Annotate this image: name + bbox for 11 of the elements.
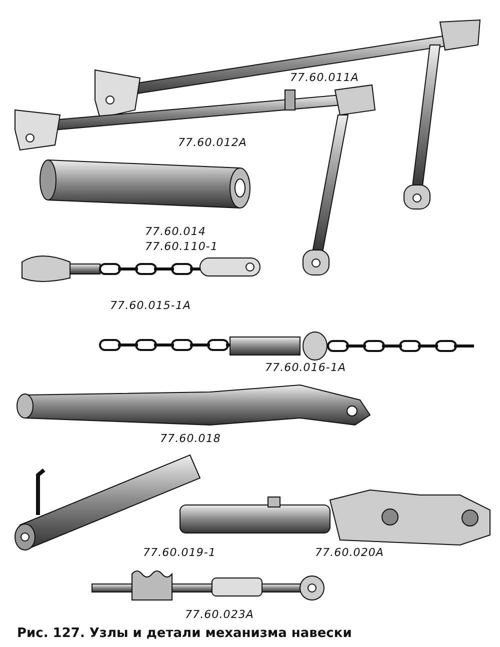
part-number: 77.60.110-1 xyxy=(145,241,218,252)
part-number: 77.60.020А xyxy=(315,547,384,558)
part-number: 77.60.018 xyxy=(160,433,221,444)
part-number: 77.60.023А xyxy=(185,609,254,620)
figure-caption: Рис. 127. Узлы и детали механизма навески xyxy=(17,625,352,643)
part-number: 77.60.015-1А xyxy=(110,300,192,311)
part-number: 77.60.011А xyxy=(290,72,360,83)
part-number: 77.60.016-1А xyxy=(265,362,346,373)
part-number: 77.60.012А xyxy=(178,137,248,148)
part-number: 77.60.019-1 xyxy=(143,547,216,558)
part-number: 77.60.014 xyxy=(145,226,206,237)
